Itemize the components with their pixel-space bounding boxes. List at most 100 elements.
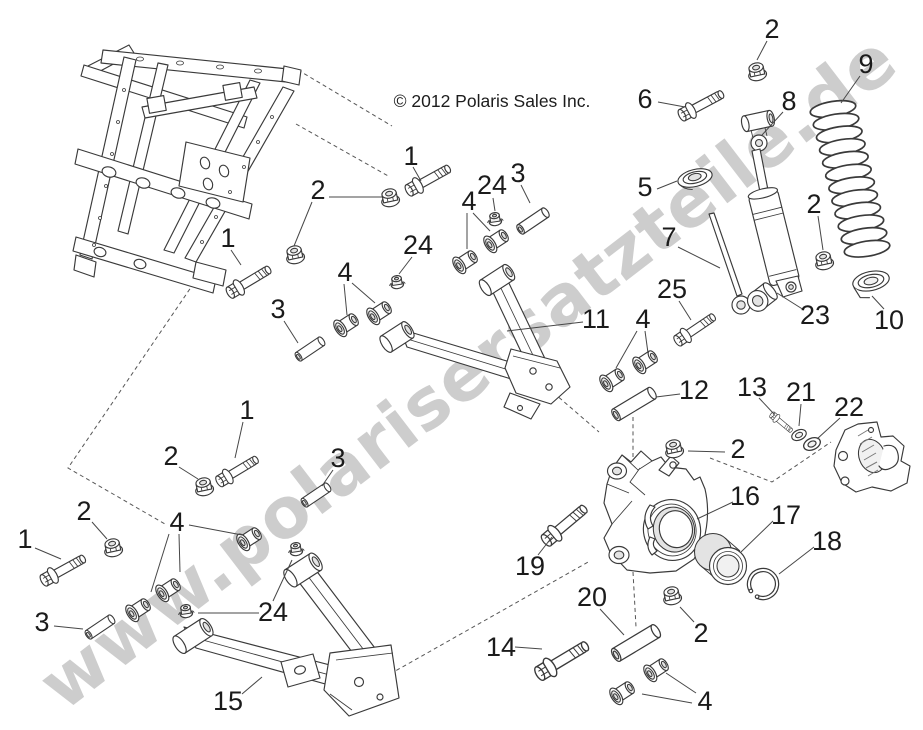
callout-7: 7 (661, 222, 721, 269)
callout-number: 1 (403, 141, 418, 171)
callout-2: 2 (163, 441, 199, 480)
brake-caliper (833, 421, 911, 493)
callout-leader-line (657, 101, 686, 108)
callout-23: 23 (776, 292, 830, 330)
callout-leader-line (740, 520, 774, 553)
callout-leader-line (472, 212, 491, 232)
callout-10: 10 (871, 295, 904, 335)
callout-number: 2 (310, 175, 325, 205)
lock-nut (286, 540, 306, 558)
assembly-dashed-lines (67, 69, 832, 675)
callout-leader-line (188, 524, 243, 536)
callout-leader-line (272, 559, 293, 602)
hex-flange-nut (192, 475, 216, 498)
callout-2: 2 (679, 606, 709, 648)
callout-number: 16 (730, 481, 760, 511)
callout-leader-line (776, 292, 805, 311)
pivot-pin (293, 335, 327, 363)
callout-leader-line (641, 693, 693, 704)
pivot-bushing (363, 297, 396, 328)
spring-retainer-upper (677, 168, 713, 190)
callout-11: 11 (506, 304, 610, 334)
callout-leader-line (696, 501, 734, 520)
callout-number: 5 (637, 172, 652, 202)
callout-number: 3 (510, 158, 525, 188)
callout-1: 1 (220, 223, 242, 266)
callout-22: 22 (816, 392, 864, 440)
assembly-dashed-line (709, 441, 832, 483)
pivot-bushing (596, 364, 629, 395)
coil-spring (809, 99, 891, 258)
callout-leader-line (817, 215, 824, 251)
callout-leader-line (178, 466, 199, 480)
callout-21: 21 (786, 377, 816, 427)
pivot-tube (609, 385, 659, 423)
callout-number: 13 (737, 372, 767, 402)
hub-carrier (603, 450, 709, 574)
callout-number: 2 (163, 441, 178, 471)
pivot-bushing (233, 523, 266, 554)
hex-flange-bolt (36, 549, 90, 590)
hex-flange-nut (662, 437, 686, 460)
hex-flange-nut (745, 60, 769, 83)
callout-number: 23 (800, 300, 830, 330)
snap-ring (746, 567, 780, 601)
callout-leader-line (506, 321, 584, 332)
callout-leader-line (241, 676, 263, 695)
assembly-dashed-line (389, 560, 591, 675)
callout-leader-line (343, 283, 348, 316)
pivot-bushing (152, 574, 185, 605)
copyright-text: © 2012 Polaris Sales Inc. (393, 91, 591, 111)
callout-number: 1 (220, 223, 235, 253)
pivot-tube (608, 622, 664, 664)
callout-9: 9 (840, 49, 874, 104)
callout-3: 3 (321, 443, 346, 487)
callout-leader-line (514, 646, 543, 650)
callout-leader-line (871, 295, 885, 310)
lock-nut (485, 210, 505, 228)
callout-leader-line (91, 521, 108, 540)
assembly-dashed-line (67, 276, 199, 525)
callout-number: 17 (771, 500, 801, 530)
callout-number: 20 (577, 582, 607, 612)
callout-leader-line (761, 111, 784, 136)
hex-flange-bolt (530, 635, 594, 685)
chassis-frame (72, 44, 302, 294)
upper-a-arm (379, 263, 571, 420)
callout-20: 20 (577, 582, 625, 636)
callout-number: 24 (477, 170, 507, 200)
callout-leader-line (665, 672, 697, 694)
callout-leader-line (398, 256, 413, 275)
callout-number: 4 (697, 686, 712, 716)
callout-number: 2 (76, 496, 91, 526)
callout-number: 15 (213, 686, 243, 716)
callout-leader-line (656, 180, 678, 190)
callout-1: 1 (403, 141, 422, 182)
callout-number: 2 (693, 618, 708, 648)
callout-number: 4 (635, 304, 650, 334)
callout-leader-line (34, 547, 62, 560)
callout-number: 4 (169, 507, 184, 537)
callout-2: 2 (687, 434, 746, 464)
callout-leader-line (678, 300, 692, 321)
callout-4: 4 (150, 507, 243, 593)
shock-bushing (746, 282, 778, 312)
callout-17: 17 (740, 500, 801, 553)
pivot-bushing (330, 309, 363, 340)
pivot-bushing (640, 654, 673, 685)
callout-number: 24 (403, 230, 433, 260)
callout-3: 3 (270, 294, 299, 344)
hex-flange-nut (812, 249, 836, 272)
callout-15: 15 (213, 676, 263, 716)
callout-4: 4 (615, 304, 651, 369)
hex-flange-bolt (674, 85, 728, 125)
hex-flange-bolt (537, 499, 593, 551)
callout-leader-line (778, 546, 815, 575)
callout-number: 2 (730, 434, 745, 464)
callout-1: 1 (234, 395, 255, 459)
hex-flange-bolt (222, 260, 276, 303)
callout-number: 10 (874, 305, 904, 335)
callout-leader-line (687, 450, 726, 453)
